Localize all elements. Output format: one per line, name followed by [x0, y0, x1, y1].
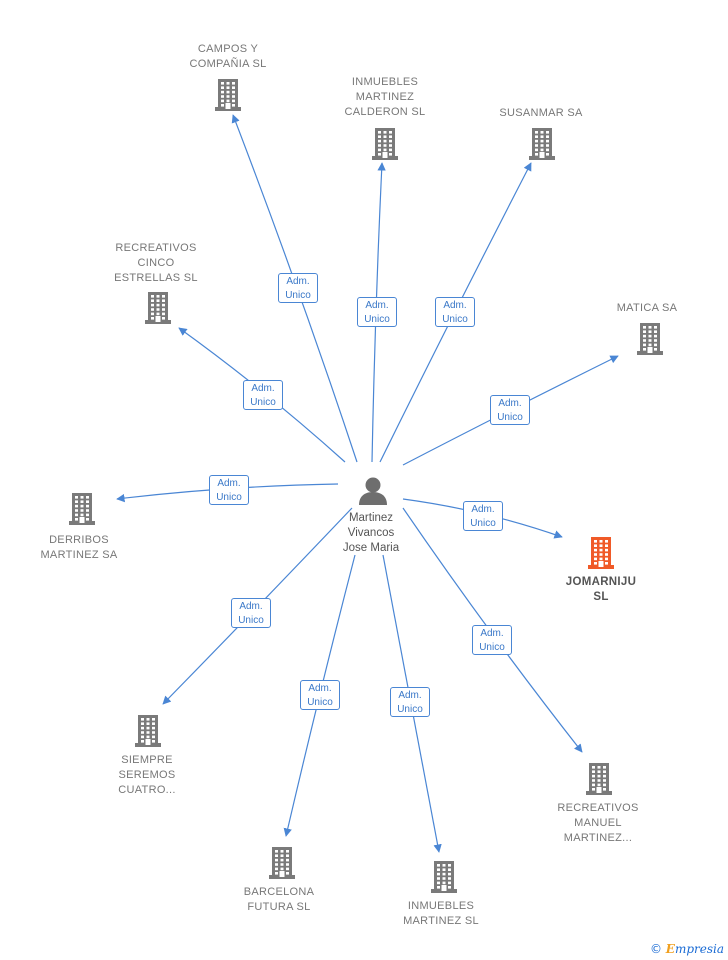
building-icon-campos[interactable]	[215, 79, 241, 111]
edge-label-matica[interactable]: Adm. Unico	[490, 395, 530, 425]
edge-label-campos[interactable]: Adm. Unico	[278, 273, 318, 303]
company-label-line: CINCO	[137, 257, 175, 269]
company-label-line: JOMARNIJU	[565, 576, 637, 588]
company-label-recreativos-manuel[interactable]: RECREATIVOS MANUEL MARTINEZ...	[523, 801, 673, 846]
brand-footer: © Empresia	[650, 942, 724, 956]
edge-label-line: Unico	[497, 412, 523, 423]
company-label-line: RECREATIVOS	[557, 802, 639, 814]
building-icon-recreativos-manuel[interactable]	[586, 763, 612, 795]
company-label-derribos[interactable]: DERRIBOS MARTINEZ SA	[4, 533, 154, 563]
building-icon-jomarniju[interactable]	[588, 537, 614, 569]
company-label-line: SUSANMAR SA	[499, 107, 583, 119]
company-label-line: CAMPOS Y	[197, 43, 259, 55]
edge-label-jomarniju[interactable]: Adm. Unico	[463, 501, 503, 531]
company-label-line: MARTINEZ SA	[40, 549, 118, 561]
edge-label-line: Adm.	[498, 398, 522, 409]
edge-label-line: Adm.	[239, 601, 263, 612]
building-icon-inmuebles-martinez[interactable]	[431, 861, 457, 893]
company-label-line: RECREATIVOS	[115, 242, 197, 254]
edge-label-line: Adm.	[308, 683, 332, 694]
edge-label-line: Adm.	[365, 300, 389, 311]
edge-label-line: Unico	[397, 704, 423, 715]
edge-label-line: Unico	[285, 290, 311, 301]
company-label-line: CALDERON SL	[344, 106, 426, 118]
edge-label-line: Unico	[307, 697, 333, 708]
edge-label-line: Unico	[364, 314, 390, 325]
edge-label-line: Unico	[442, 314, 468, 325]
building-icon-siempre[interactable]	[135, 715, 161, 747]
brand-name: mpresia	[674, 942, 724, 956]
person-label-line: Martinez	[348, 512, 394, 524]
edge-label-inmuebles-calderon[interactable]: Adm. Unico	[357, 297, 397, 327]
edge-label-line: Adm.	[471, 504, 495, 515]
edge-label-susanmar[interactable]: Adm. Unico	[435, 297, 475, 327]
building-icon-inmuebles-calderon[interactable]	[372, 128, 398, 160]
person-label-line: Vivancos	[347, 527, 395, 539]
company-label-line: MANUEL	[574, 817, 622, 829]
person-icon[interactable]	[359, 477, 387, 506]
building-icon-recreativos-cinco[interactable]	[145, 292, 171, 324]
company-label-recreativos-cinco[interactable]: RECREATIVOS CINCO ESTRELLAS SL	[81, 241, 231, 286]
edge-label-inmuebles-martinez[interactable]: Adm. Unico	[390, 687, 430, 717]
company-label-siempre[interactable]: SIEMPRE SEREMOS CUATRO...	[72, 753, 222, 798]
edge-label-line: Adm.	[480, 628, 504, 639]
edge-label-line: Adm.	[286, 276, 310, 287]
edge-label-recreativos-manuel[interactable]: Adm. Unico	[472, 625, 512, 655]
company-label-susanmar[interactable]: SUSANMAR SA	[466, 106, 616, 121]
edge-label-derribos[interactable]: Adm. Unico	[209, 475, 249, 505]
company-label-inmuebles-calderon[interactable]: INMUEBLES MARTINEZ CALDERON SL	[310, 75, 460, 120]
company-label-line: INMUEBLES	[407, 900, 475, 912]
company-label-line: MARTINEZ SL	[403, 915, 479, 927]
company-label-line: MARTINEZ...	[563, 832, 633, 844]
company-label-campos[interactable]: CAMPOS Y COMPAÑIA SL	[153, 42, 303, 72]
company-label-line: ESTRELLAS SL	[114, 272, 198, 284]
brand-logo-letter: E	[665, 942, 675, 956]
company-label-line: SEREMOS	[118, 769, 176, 781]
building-icon-matica[interactable]	[637, 323, 663, 355]
copyright-icon: ©	[649, 942, 662, 956]
company-label-line: SL	[593, 591, 609, 603]
edge-label-line: Adm.	[443, 300, 467, 311]
person-label-line: Jose Maria	[342, 542, 400, 554]
edge-label-line: Unico	[238, 615, 264, 626]
building-icon-derribos[interactable]	[69, 493, 95, 525]
edge-label-line: Unico	[216, 492, 242, 503]
company-label-line: MATICA SA	[616, 302, 678, 314]
company-label-line: MARTINEZ	[355, 91, 415, 103]
company-label-jomarniju[interactable]: JOMARNIJU SL	[526, 575, 676, 605]
edge-label-barcelona[interactable]: Adm. Unico	[300, 680, 340, 710]
company-label-line: BARCELONA	[243, 886, 315, 898]
edge-label-line: Adm.	[398, 690, 422, 701]
company-label-matica[interactable]: MATICA SA	[572, 301, 722, 316]
company-label-line: INMUEBLES	[351, 76, 419, 88]
building-icon-barcelona[interactable]	[269, 847, 295, 879]
company-label-inmuebles-martinez[interactable]: INMUEBLES MARTINEZ SL	[366, 899, 516, 929]
company-label-line: COMPAÑIA SL	[189, 58, 267, 70]
company-label-line: DERRIBOS	[49, 534, 109, 546]
company-label-line: FUTURA SL	[247, 901, 311, 913]
edge-label-line: Unico	[250, 397, 276, 408]
edge-label-line: Adm.	[217, 478, 241, 489]
building-icon-susanmar[interactable]	[529, 128, 555, 160]
edge-label-line: Unico	[470, 518, 496, 529]
edge-label-line: Adm.	[251, 383, 275, 394]
edge-label-recreativos-cinco[interactable]: Adm. Unico	[243, 380, 283, 410]
edge-label-siempre[interactable]: Adm. Unico	[231, 598, 271, 628]
company-label-line: SIEMPRE	[121, 754, 173, 766]
company-label-barcelona[interactable]: BARCELONA FUTURA SL	[204, 885, 354, 915]
edge-label-line: Unico	[479, 642, 505, 653]
company-label-line: CUATRO...	[118, 784, 176, 796]
